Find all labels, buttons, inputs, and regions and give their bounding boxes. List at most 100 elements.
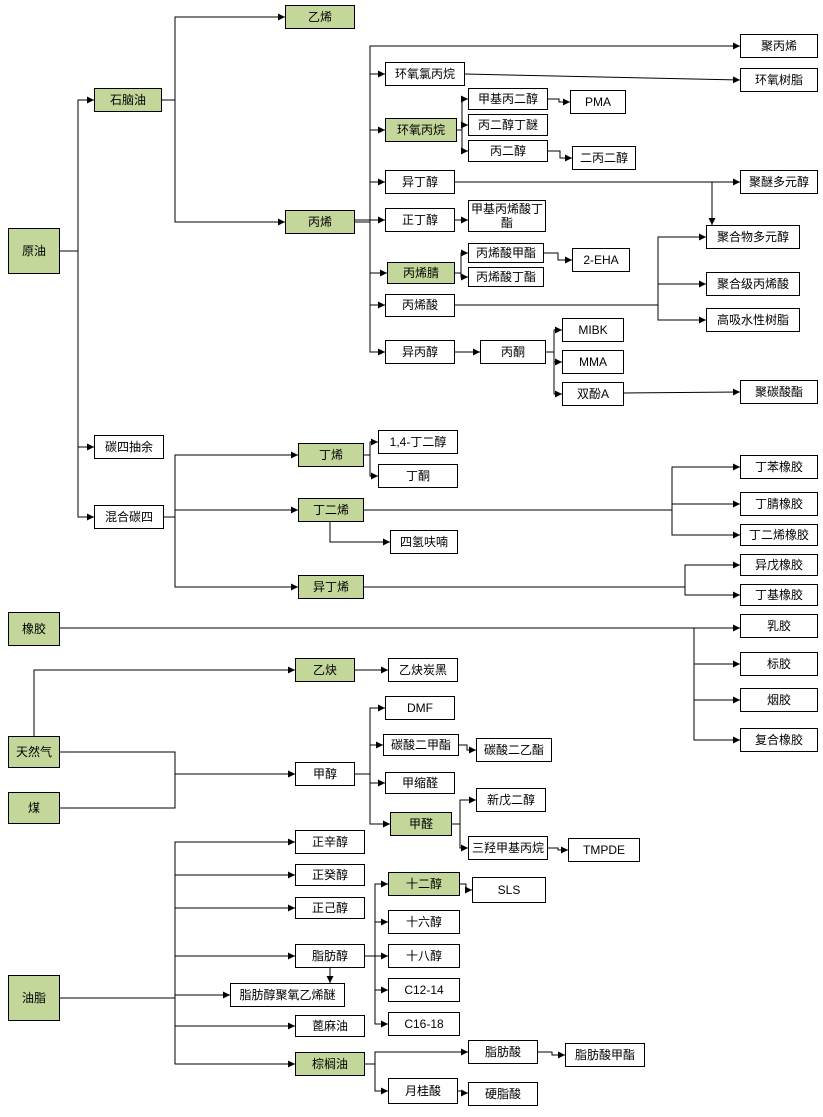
edge-fatty-alcohol-to-cetyl-alcohol xyxy=(365,918,388,957)
edge-methanol-to-dmc xyxy=(355,741,383,775)
node-stearyl-alcohol: 十八醇 xyxy=(388,944,460,968)
node-fatty-alcohol: 脂肪醇 xyxy=(295,944,365,968)
edge-acetone-to-bisphenol-a xyxy=(546,351,562,398)
edge-butene-to-mek xyxy=(364,454,378,480)
edge-epichlorohydrin-to-epoxy-resin xyxy=(464,73,741,84)
node-isoprene-rubber: 异戊橡胶 xyxy=(740,554,818,576)
edge-acetone-to-mibk xyxy=(546,326,562,353)
node-epichlorohydrin: 环氧氯丙烷 xyxy=(385,62,465,86)
node-sap: 高吸水性树脂 xyxy=(706,308,800,332)
edge-naphtha-to-ethylene xyxy=(162,13,285,101)
node-acetylene-black: 乙炔炭黑 xyxy=(388,658,458,682)
edge-propylene-oxide-to-propylene-glycol xyxy=(457,129,468,155)
node-n-hexanol: 正己醇 xyxy=(295,897,365,919)
edge-lauryl-alcohol-to-sls xyxy=(460,883,472,894)
node-acetone: 丙酮 xyxy=(480,340,546,364)
node-c16-18: C16-18 xyxy=(388,1012,460,1036)
edge-mixed-c4-to-butadiene xyxy=(164,506,298,518)
node-butyl-methacrylate: 甲基丙烯酸丁酯 xyxy=(468,200,546,232)
edge-bisphenol-a-to-polycarbonate xyxy=(623,388,741,396)
node-castor-oil: 蓖麻油 xyxy=(295,1015,365,1037)
node-crude-oil: 原油 xyxy=(8,228,60,274)
node-standard-rubber: 标胶 xyxy=(740,652,818,676)
edge-oils-to-n-octanol xyxy=(60,838,295,999)
node-mixed-c4: 混合碳四 xyxy=(94,505,164,529)
node-polycarbonate: 聚碳酸酯 xyxy=(740,380,818,404)
node-isopropanol: 异丙醇 xyxy=(385,340,455,364)
edge-acrylic-acid-to-sap xyxy=(455,304,706,324)
node-n-butanol: 正丁醇 xyxy=(385,208,455,232)
node-npg: 新戊二醇 xyxy=(476,788,546,812)
node-acrylonitrile: 丙烯腈 xyxy=(387,262,455,284)
edge-oils-to-palm-oil xyxy=(60,997,295,1068)
node-isobutanol: 异丁醇 xyxy=(385,170,455,194)
node-methyl-propanediol: 甲基丙二醇 xyxy=(468,88,548,110)
node-methanol: 甲醇 xyxy=(295,762,355,786)
node-pma: PMA xyxy=(570,90,626,114)
node-c12-14: C12-14 xyxy=(388,978,460,1002)
node-dec: 碳酸二乙酯 xyxy=(476,738,552,762)
node-mma: MMA xyxy=(562,350,624,374)
node-formaldehyde: 甲醛 xyxy=(390,812,452,836)
node-tmp: 三羟甲基丙烷 xyxy=(468,836,548,860)
edge-lauric-acid-to-stearic-acid xyxy=(458,1089,468,1097)
node-mek: 丁酮 xyxy=(378,464,458,488)
edge-fatty-alcohol-to-c16-18 xyxy=(365,955,388,1028)
edge-methyl-propanediol-to-pma xyxy=(548,98,570,106)
node-methyl-acrylate: 丙烯酸甲酯 xyxy=(468,243,544,263)
node-bdo: 1,4-丁二醇 xyxy=(378,430,458,454)
node-ethylene: 乙烯 xyxy=(285,5,355,29)
node-n-octanol: 正辛醇 xyxy=(295,830,365,854)
edge-acrylic-acid-to-polymer-grade-acrylic xyxy=(455,280,706,306)
node-latex: 乳胶 xyxy=(740,614,818,638)
edge-acrylonitrile-to-methyl-acrylate xyxy=(455,249,468,274)
edge-natural-gas-to-acetylene xyxy=(33,666,295,736)
node-sbr: 丁苯橡胶 xyxy=(740,455,818,479)
node-fatty-acid: 脂肪酸 xyxy=(468,1040,538,1064)
edge-formaldehyde-to-tmp xyxy=(452,823,468,852)
node-c4-raffinate: 碳四抽余 xyxy=(94,435,164,459)
edge-coal-to-methanol xyxy=(60,770,295,809)
node-oils: 油脂 xyxy=(8,975,60,1021)
edge-mixed-c4-to-isobutylene xyxy=(164,516,298,591)
node-pg-butyl-ether: 丙二醇丁醚 xyxy=(468,114,548,136)
node-isobutylene: 异丁烯 xyxy=(298,575,364,599)
edge-crude-oil-to-c4-raffinate xyxy=(60,250,94,451)
edge-butene-to-bdo xyxy=(364,438,378,456)
node-butyl-acrylate: 丙烯酸丁酯 xyxy=(468,267,544,287)
edge-oils-to-n-decanol xyxy=(60,871,295,999)
edge-naphtha-to-propylene xyxy=(162,99,285,226)
node-dmc: 碳酸二甲酯 xyxy=(383,734,459,756)
edge-butadiene-to-nbr xyxy=(364,500,740,511)
edge-isobutylene-to-isoprene-rubber xyxy=(364,561,740,588)
node-butene: 丁烯 xyxy=(298,443,364,467)
node-coal: 煤 xyxy=(8,792,60,824)
node-polypropylene: 聚丙烯 xyxy=(740,34,818,58)
edge-palm-oil-to-fatty-acid xyxy=(365,1048,468,1065)
node-propylene-glycol: 丙二醇 xyxy=(468,140,548,162)
edge-dmc-to-dec xyxy=(459,744,476,754)
node-propylene: 丙烯 xyxy=(285,210,355,234)
node-stearic-acid: 硬脂酸 xyxy=(468,1082,538,1106)
node-polyether-polyol: 聚醚多元醇 xyxy=(740,170,818,194)
node-acrylic-acid: 丙烯酸 xyxy=(385,294,455,317)
node-epoxy-resin: 环氧树脂 xyxy=(740,68,818,92)
edge-isobutylene-to-butyl-rubber xyxy=(364,586,740,599)
node-lauric-acid: 月桂酸 xyxy=(388,1078,458,1104)
node-propylene-oxide: 环氧丙烷 xyxy=(385,118,457,142)
node-dmf: DMF xyxy=(385,696,455,720)
node-sls: SLS xyxy=(472,877,546,903)
node-methylal: 甲缩醛 xyxy=(385,772,455,794)
node-polymer-polyol: 聚合物多元醇 xyxy=(706,225,800,249)
edge-propylene-oxide-to-pg-butyl-ether xyxy=(457,121,468,131)
edge-fatty-alcohol-to-lauryl-alcohol xyxy=(365,880,388,957)
edge-crude-oil-to-mixed-c4 xyxy=(60,250,94,521)
edge-tmp-to-tmpde xyxy=(548,846,568,854)
edge-acrylonitrile-to-butyl-acrylate xyxy=(455,272,468,281)
edge-palm-oil-to-lauric-acid xyxy=(365,1063,388,1095)
node-dipropylene-glycol: 二丙二醇 xyxy=(572,146,636,170)
node-rubber: 橡胶 xyxy=(8,612,60,646)
node-nbr: 丁腈橡胶 xyxy=(740,492,818,516)
